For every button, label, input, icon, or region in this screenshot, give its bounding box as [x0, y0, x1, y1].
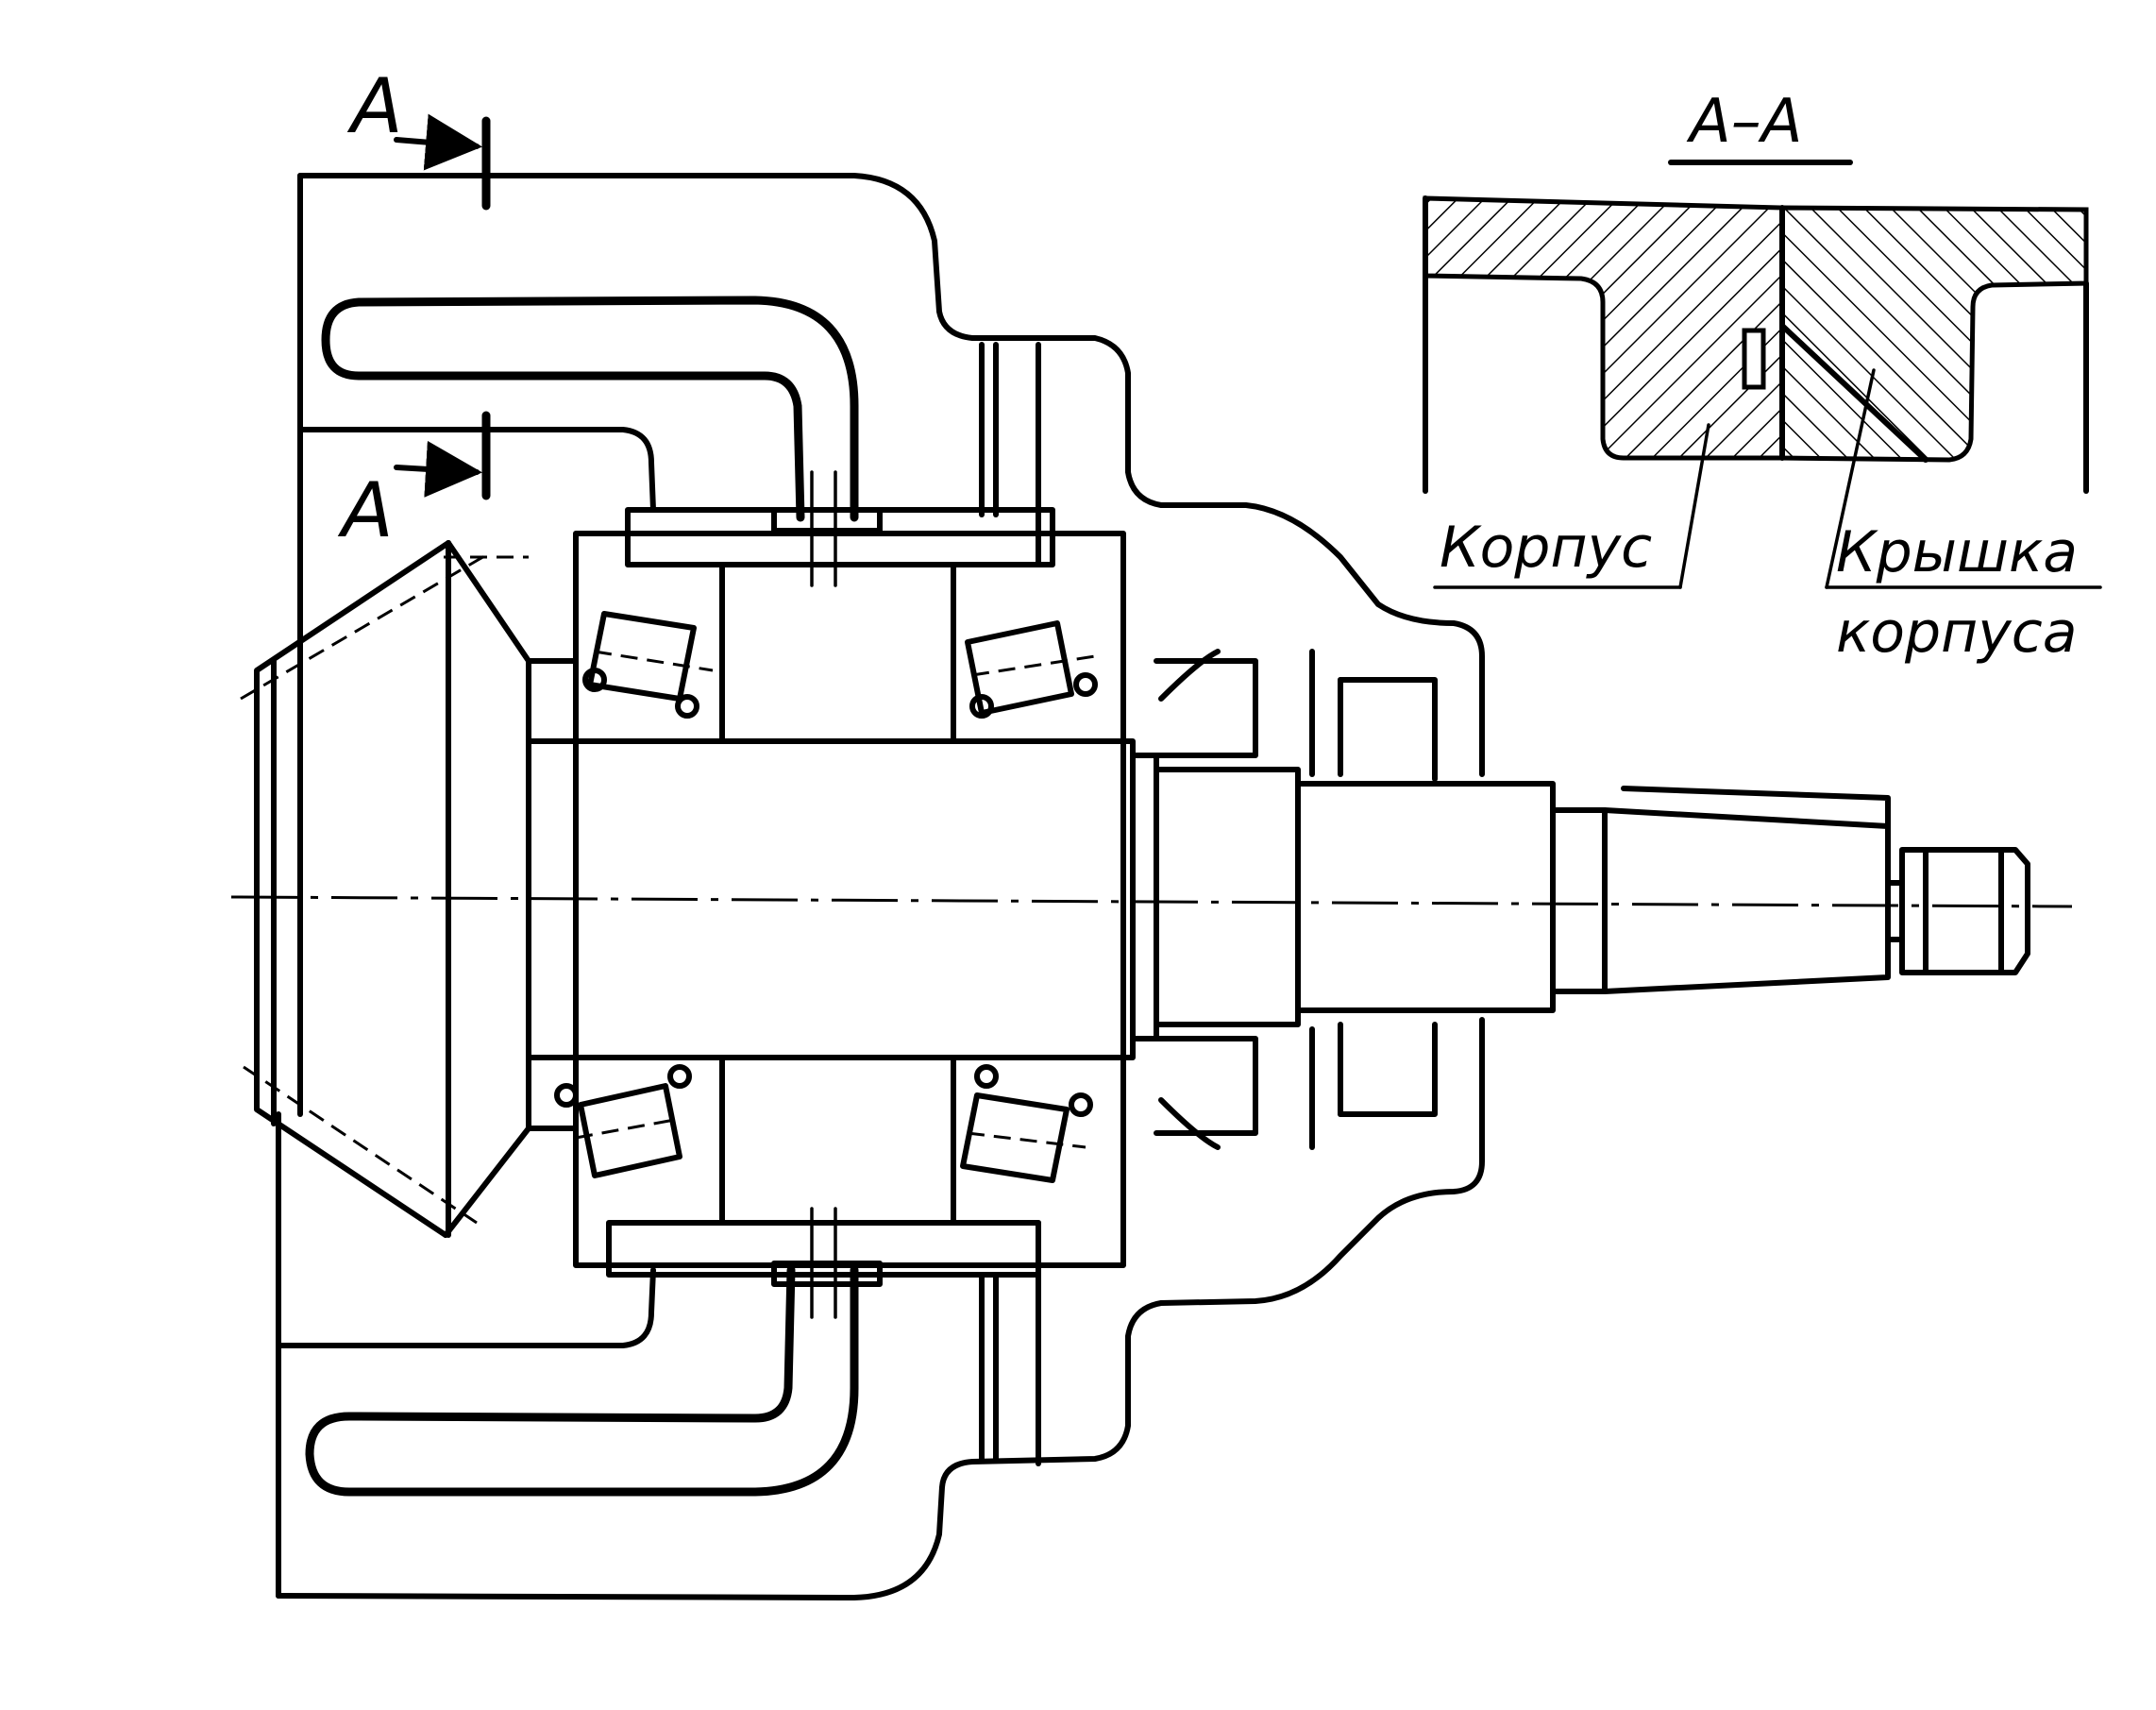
tapered-roller-bearings: [526, 562, 1126, 1226]
section-marker-top-letter: A: [346, 62, 403, 150]
section-marker-top: [394, 113, 491, 211]
bearing-sleeve: [573, 342, 1126, 1466]
section-marker-bottom-letter: A: [337, 466, 394, 554]
cover-leader: [1825, 368, 1876, 589]
section-marker-bottom: [394, 411, 491, 500]
cover-label-line2: корпуса: [1836, 600, 2078, 666]
section-view-title: A–A: [1686, 87, 1803, 157]
bevel-gear: [240, 540, 531, 1238]
upper-oil-channel: [297, 296, 859, 522]
lower-oil-channel: [276, 1265, 859, 1497]
housing-leader: [1678, 423, 1710, 589]
shaft: [526, 649, 2030, 1150]
shaft-centerline: [230, 895, 2073, 908]
cover-label-line1: Крышка: [1836, 519, 2078, 585]
section-view-a-a: [1423, 195, 2089, 494]
housing-outline: [276, 173, 1485, 1600]
housing-label: Корпус: [1440, 515, 1652, 581]
